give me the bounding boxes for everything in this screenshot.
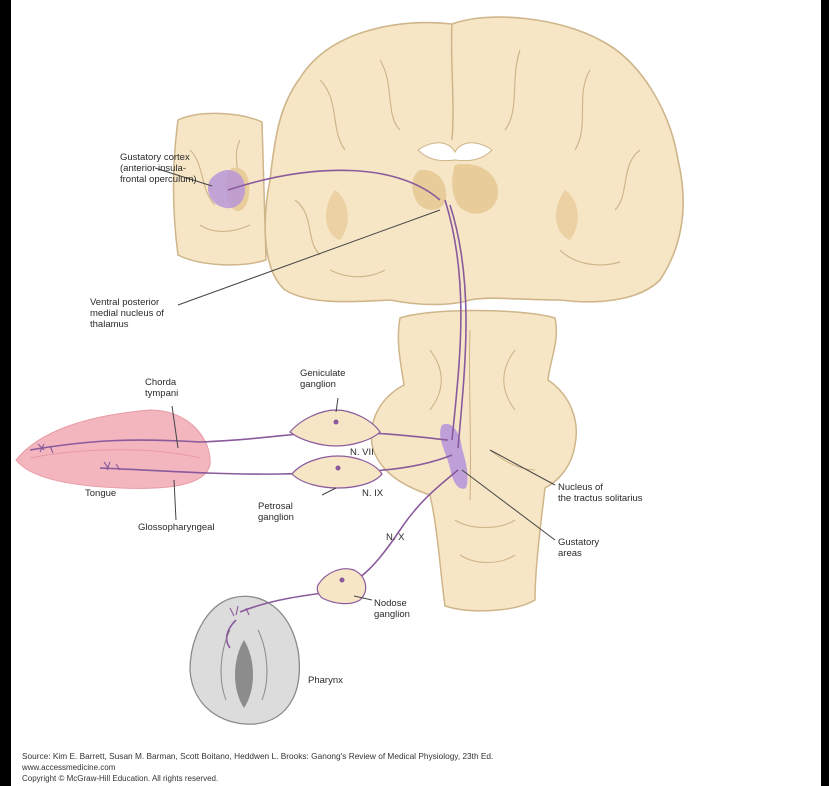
ganglia: [290, 410, 382, 604]
caption-source: Source: Kim E. Barrett, Susan M. Barman,…: [22, 751, 493, 761]
caption-url: www.accessmedicine.com: [22, 763, 115, 772]
brain-coronal-section: [265, 17, 683, 304]
label-pharynx: Pharynx: [308, 675, 343, 686]
label-gustatory-areas: Gustatory areas: [558, 537, 602, 559]
pharynx-shape: [190, 596, 299, 724]
label-tongue: Tongue: [85, 488, 116, 499]
label-petrosal-ganglion: Petrosal ganglion: [258, 501, 296, 523]
label-nodose-ganglion: Nodose ganglion: [374, 598, 410, 620]
nodose-ganglion-shape: [317, 569, 365, 604]
petrosal-ganglion-shape: [292, 456, 382, 488]
label-glossopharyngeal: Glossopharyngeal: [138, 522, 215, 533]
geniculate-ganglion-shape: [290, 410, 380, 446]
label-gustatory-cortex: Gustatory cortex (anterior insula- front…: [120, 152, 197, 185]
insula-section: [174, 113, 267, 264]
label-vpm-thalamus: Ventral posterior medial nucleus of thal…: [90, 297, 167, 330]
label-n-vii: N. VII: [350, 447, 374, 458]
label-n-x: N. X: [386, 532, 405, 543]
brainstem: [371, 311, 576, 611]
tongue-shape: [16, 410, 210, 488]
label-chorda-tympani: Chorda tympani: [145, 377, 179, 399]
label-nucleus-tractus: Nucleus of the tractus solitarius: [558, 482, 643, 504]
label-geniculate-ganglion: Geniculate ganglion: [300, 368, 348, 390]
label-n-ix: N. IX: [362, 488, 384, 499]
caption-copyright: Copyright © McGraw-Hill Education. All r…: [22, 774, 218, 783]
